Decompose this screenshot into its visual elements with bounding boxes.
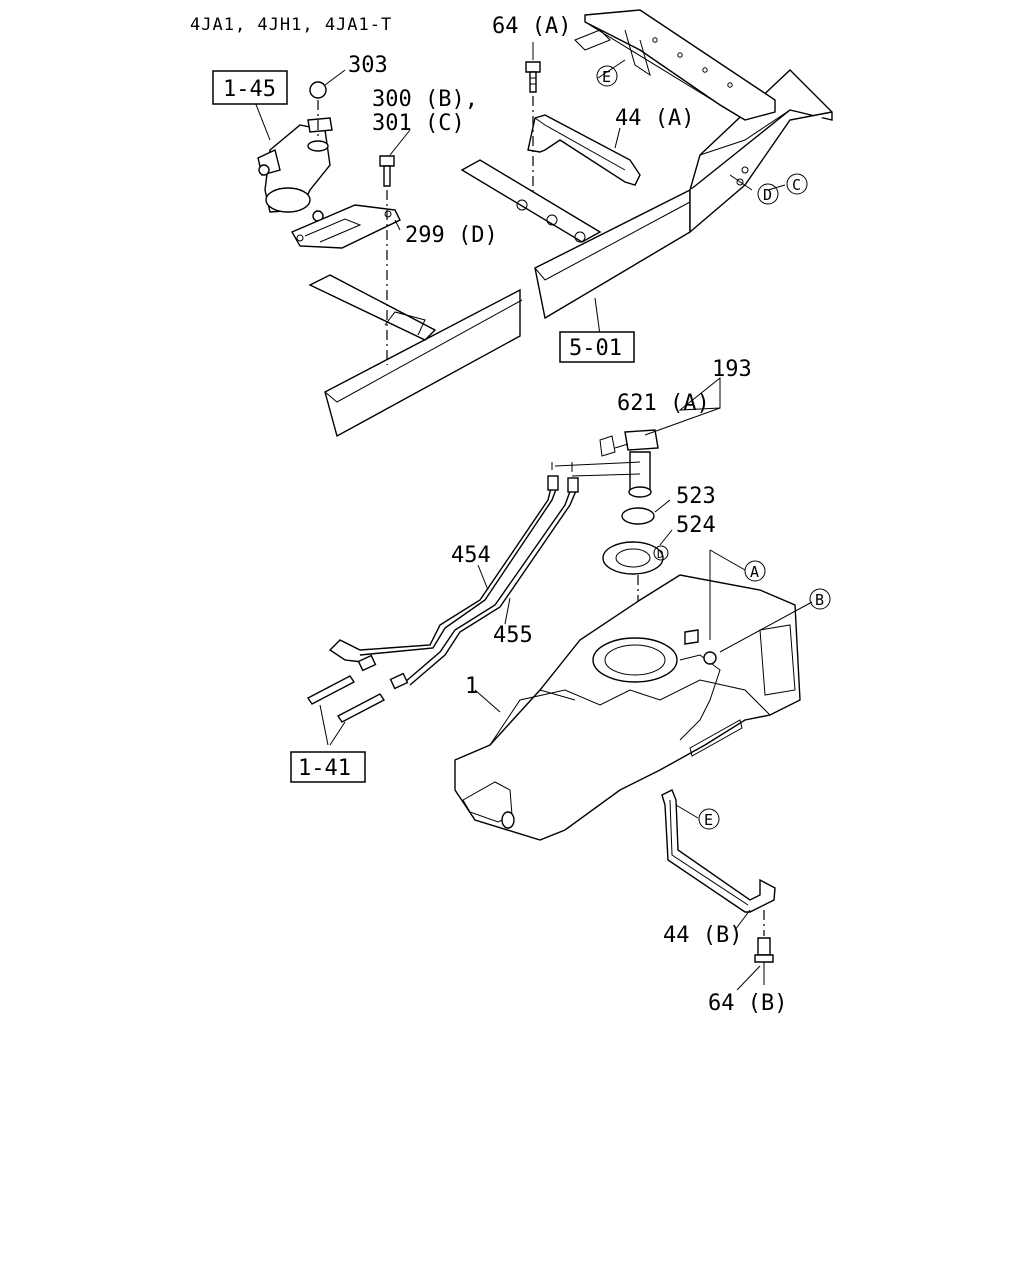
ref-label-1-45: 1-45	[223, 77, 276, 102]
bracket-44b	[661, 789, 776, 913]
label-300b: 300 (B),	[372, 87, 478, 112]
bolt-300b-301c	[379, 155, 395, 365]
label-44b: 44 (B)	[663, 923, 742, 948]
ref-box-1-45: 1-45	[212, 70, 288, 105]
ref-label-1-41: 1-41	[298, 756, 351, 781]
ref-label-5-01: 5-01	[569, 336, 622, 361]
fuel-filter-assembly	[257, 81, 333, 232]
fuel-tank	[454, 549, 813, 841]
fuel-pump-sender	[554, 429, 659, 498]
label-64a: 64 (A)	[492, 14, 571, 39]
engine-models-header: 4JA1, 4JH1, 4JA1-T	[190, 15, 392, 35]
marker-b-tank: B	[809, 588, 831, 610]
label-1: 1	[465, 674, 478, 699]
label-524: 524	[676, 513, 716, 538]
label-44a: 44 (A)	[615, 106, 694, 131]
svg-text:E: E	[602, 68, 611, 86]
leader-lines	[254, 59, 786, 991]
label-299d: 299 (D)	[405, 223, 498, 248]
svg-text:B: B	[815, 591, 824, 609]
marker-e-top: E	[596, 65, 618, 87]
label-523: 523	[676, 484, 716, 509]
hoses-1-41	[306, 675, 386, 746]
svg-text:E: E	[704, 811, 713, 829]
label-64b: 64 (B)	[708, 991, 787, 1016]
svg-text:A: A	[750, 563, 759, 581]
bolt-64b	[754, 910, 774, 985]
marker-d-ring: D	[653, 545, 669, 561]
bracket-44a	[527, 114, 641, 186]
ref-box-5-01: 5-01	[559, 331, 635, 363]
chassis-frame	[308, 9, 833, 438]
label-193: 193	[712, 357, 752, 382]
mount-bracket-299d	[291, 204, 401, 249]
marker-c-frame: C	[786, 173, 808, 195]
label-454: 454	[451, 543, 491, 568]
label-301c: 301 (C)	[372, 111, 465, 136]
label-303: 303	[348, 53, 388, 78]
marker-a-tank: A	[744, 560, 766, 582]
marker-e-bracket: E	[698, 808, 720, 830]
marker-d-frame: D	[757, 183, 779, 205]
o-ring-523	[621, 507, 655, 525]
label-621a: 621 (A)	[617, 391, 710, 416]
svg-text:D: D	[763, 186, 772, 204]
fuel-lines	[328, 462, 579, 690]
ref-box-1-41: 1-41	[290, 751, 366, 783]
bolt-64a	[525, 42, 541, 195]
svg-text:C: C	[792, 176, 801, 194]
svg-text:D: D	[657, 548, 664, 561]
label-455: 455	[493, 623, 533, 648]
